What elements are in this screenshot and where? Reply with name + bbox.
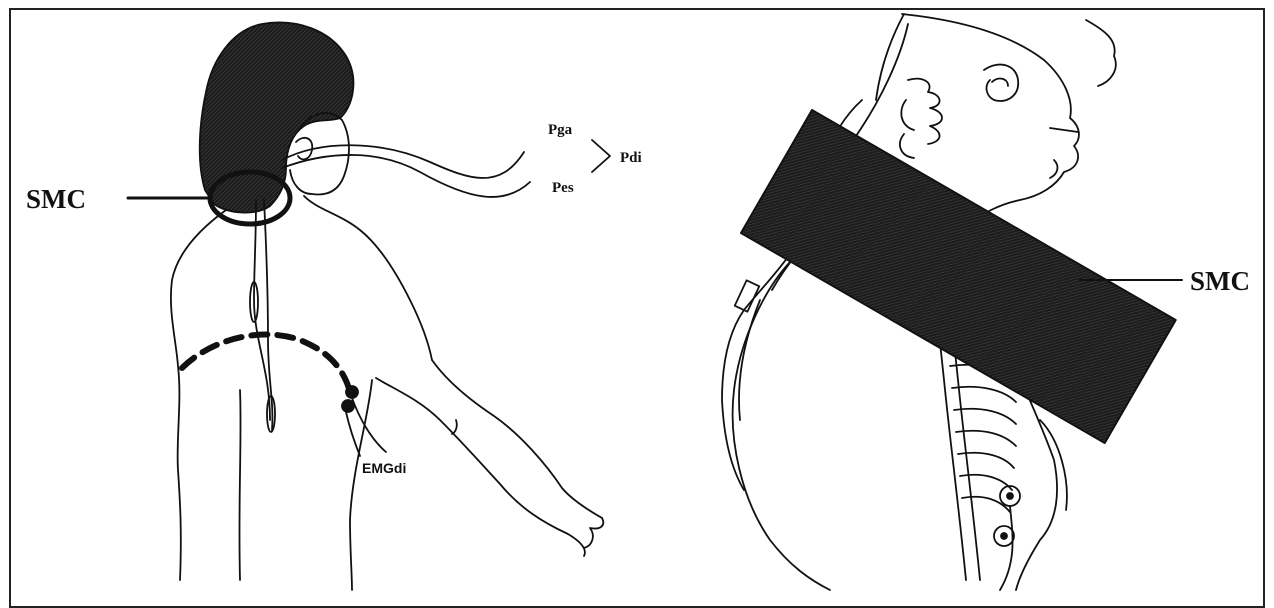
emg-electrode-2 [342,400,354,412]
emgdi-label: EMGdi [362,460,406,476]
pdi-bracket [592,140,610,172]
hand-outline [584,518,603,548]
ear-inner [992,79,1008,86]
skull-back [876,14,904,100]
arm-lower-outline [376,378,585,556]
hair-line [1086,20,1116,86]
electrode-top-dot [1007,493,1013,499]
cervical-vertebrae-2 [900,100,914,158]
figure-canvas: SMC Pga Pes Pdi EMGdi [0,0,1274,594]
nose-mouth [1050,160,1057,178]
ear-shape [984,65,1018,101]
pes-label: Pes [552,180,574,196]
electrode-wire [1000,506,1013,590]
ear-line [296,138,312,160]
hair-shape [200,22,354,212]
emg-electrode-1 [346,386,358,398]
diaphragm-dashed-line [182,335,350,392]
figure-svg: SMC Pga Pes Pdi EMGdi [0,0,1274,594]
electrode-bottom-dot [1001,533,1007,539]
smc-coil-paddle [741,110,1176,443]
pdi-label: Pdi [620,150,642,166]
smc-label-left: SMC [26,184,86,214]
right-panel [722,14,1182,590]
cervical-vertebrae [908,79,942,144]
eye-mark [1050,128,1078,132]
pga-label: Pga [548,122,573,138]
smc-label-right: SMC [1190,266,1250,296]
left-panel [128,22,610,590]
right-shoulder [304,196,432,360]
torso-back-2 [739,300,760,420]
right-side-body [350,380,372,590]
emg-wire-2 [346,412,360,456]
catheter-line-2 [282,155,530,197]
back-outline [171,210,226,580]
spine-line [239,390,240,580]
catheter-line-1 [282,145,524,178]
